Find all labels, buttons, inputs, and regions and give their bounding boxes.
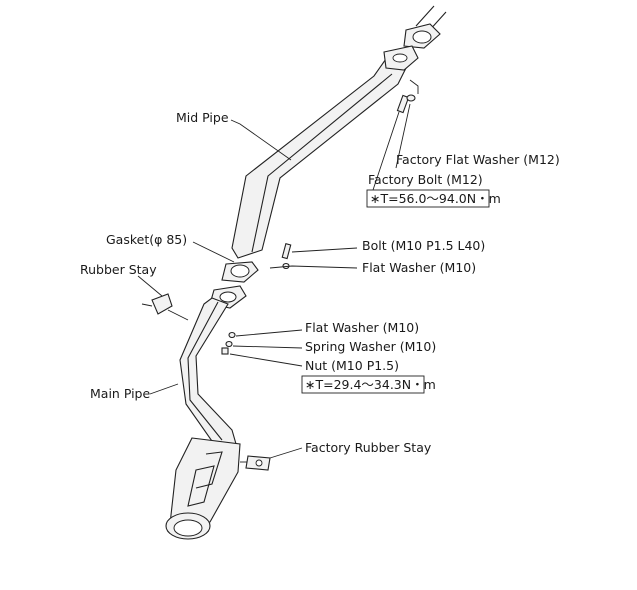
m10-bolt-part bbox=[281, 243, 292, 270]
label-mid-pipe: Mid Pipe bbox=[176, 110, 229, 125]
label-bolt: Bolt (M10 P1.5 L40) bbox=[362, 238, 485, 253]
factory-flange bbox=[403, 23, 441, 49]
torque-box-nut bbox=[301, 375, 425, 394]
label-spring-washer: Spring Washer (M10) bbox=[305, 339, 436, 354]
label-gasket: Gasket(φ 85) bbox=[106, 232, 187, 247]
label-main-pipe: Main Pipe bbox=[90, 386, 150, 401]
label-nut-torque: ∗T=29.4〜34.3N・m bbox=[305, 377, 436, 392]
factory-rubber-stay-part bbox=[245, 455, 271, 471]
label-nut: Nut (M10 P1.5) bbox=[305, 358, 399, 373]
mid-pipe bbox=[231, 45, 419, 259]
torque-box-factory-bolt bbox=[366, 189, 490, 208]
main-pipe bbox=[179, 297, 237, 445]
label-factory-bolt-torque: ∗T=56.0〜94.0N・m bbox=[370, 191, 501, 206]
muffler bbox=[165, 437, 254, 540]
label-flat-washer-top: Flat Washer (M10) bbox=[362, 260, 476, 275]
factory-bolt-part bbox=[396, 79, 419, 114]
label-rubber-stay: Rubber Stay bbox=[80, 262, 157, 277]
gasket-part bbox=[209, 261, 259, 309]
rubber-stay-part bbox=[141, 293, 189, 321]
nut-washer-part bbox=[221, 331, 236, 355]
label-factory-flat-washer: Factory Flat Washer (M12) bbox=[396, 152, 560, 167]
label-factory-bolt: Factory Bolt (M12) bbox=[368, 172, 483, 187]
label-flat-washer-bottom: Flat Washer (M10) bbox=[305, 320, 419, 335]
leader-lines bbox=[137, 103, 411, 459]
label-factory-rubber-stay: Factory Rubber Stay bbox=[305, 440, 432, 455]
